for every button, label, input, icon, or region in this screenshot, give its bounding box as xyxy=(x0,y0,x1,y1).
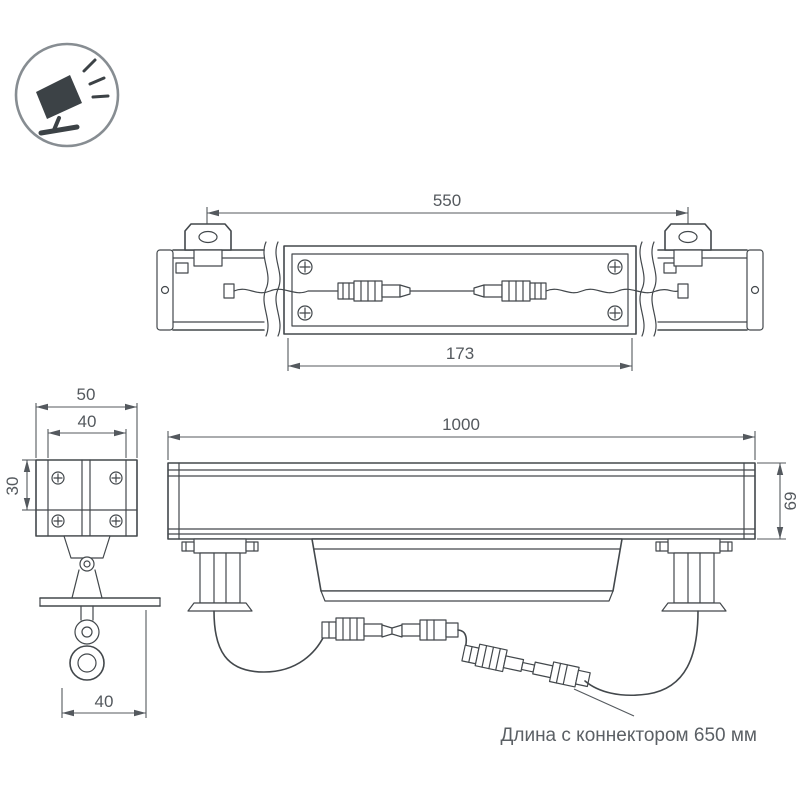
dim-40-top-label: 40 xyxy=(78,412,97,431)
dimension-1000: 1000 xyxy=(167,415,756,460)
break-lines-right xyxy=(639,241,657,337)
mounting-ring xyxy=(69,645,105,681)
bracket-slot xyxy=(198,230,218,244)
cable-left xyxy=(213,610,325,673)
connector-plug-tip xyxy=(399,284,411,298)
screw xyxy=(607,305,623,321)
pivot-bolt xyxy=(79,556,95,572)
screw xyxy=(109,514,123,528)
dimension-550: 550 xyxy=(206,191,689,231)
mounting-bracket-left xyxy=(184,223,232,267)
cable-connectors-top xyxy=(223,280,689,302)
connector-length-caption: Длина с коннектором 650 мм xyxy=(501,725,758,746)
dimension-173: 173 xyxy=(287,338,633,371)
connector-pair-2 xyxy=(461,643,591,688)
dim-550-label: 550 xyxy=(433,191,461,210)
dim-69-label: 69 xyxy=(781,492,800,511)
side-view: 50 40 30 xyxy=(3,385,161,718)
mounting-bracket-right xyxy=(664,223,712,267)
screw xyxy=(297,259,313,275)
screw xyxy=(51,514,65,528)
bracket-slot xyxy=(678,230,698,244)
dim-30-label: 30 xyxy=(3,477,22,496)
luminaire-body xyxy=(167,462,756,540)
light-ray xyxy=(91,94,110,99)
caption-leader-line xyxy=(573,688,635,717)
screw xyxy=(607,259,623,275)
dimension-50: 50 xyxy=(35,385,138,458)
front-view: 1000 69 xyxy=(167,415,800,746)
screw xyxy=(297,305,313,321)
top-view: 550 xyxy=(156,191,764,371)
icon-circle xyxy=(14,42,120,148)
floodlight-projector-icon xyxy=(14,42,120,148)
connector-pair-1 xyxy=(321,617,459,641)
front-bracket-right xyxy=(655,538,733,612)
dimension-30: 30 xyxy=(3,459,36,511)
cable-assembly-front xyxy=(213,610,699,697)
dim-50-label: 50 xyxy=(77,385,96,404)
cable-right xyxy=(584,610,699,697)
dim-1000-label: 1000 xyxy=(442,415,480,434)
dimension-40-top: 40 xyxy=(47,412,127,458)
dim-40-bottom-label: 40 xyxy=(95,692,114,711)
projector-head xyxy=(36,75,82,119)
front-bracket-left xyxy=(181,538,259,612)
dim-173-label: 173 xyxy=(446,344,474,363)
profile-cross-section xyxy=(35,459,138,537)
body-left-segment xyxy=(156,249,265,331)
swivel-bracket xyxy=(39,535,161,681)
screw xyxy=(51,471,65,485)
dimension-69: 69 xyxy=(757,462,800,540)
dimension-40-bottom: 40 xyxy=(61,610,147,718)
screw xyxy=(109,471,123,485)
light-ray xyxy=(82,58,97,73)
light-ray xyxy=(88,76,106,86)
driver-housing xyxy=(311,538,623,602)
